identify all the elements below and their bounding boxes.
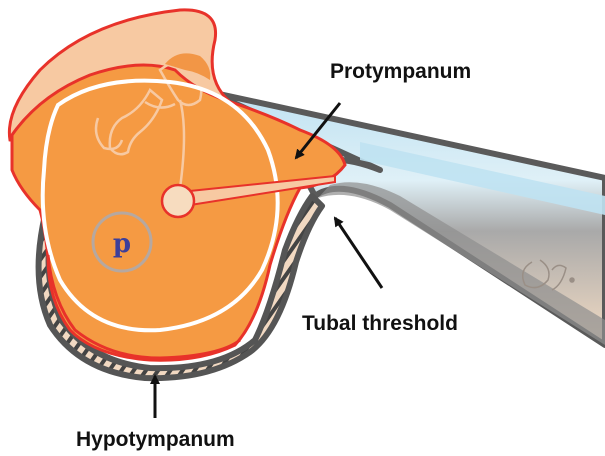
- p-marker: p: [93, 213, 151, 271]
- protympanum-label: Protympanum: [330, 60, 471, 83]
- tubal-threshold-label: Tubal threshold: [302, 312, 458, 335]
- tubal-threshold-arrow: [335, 218, 382, 288]
- umbo: [162, 185, 194, 217]
- hypotympanum-label: Hypotympanum: [76, 428, 235, 451]
- p-marker-label: p: [113, 229, 131, 259]
